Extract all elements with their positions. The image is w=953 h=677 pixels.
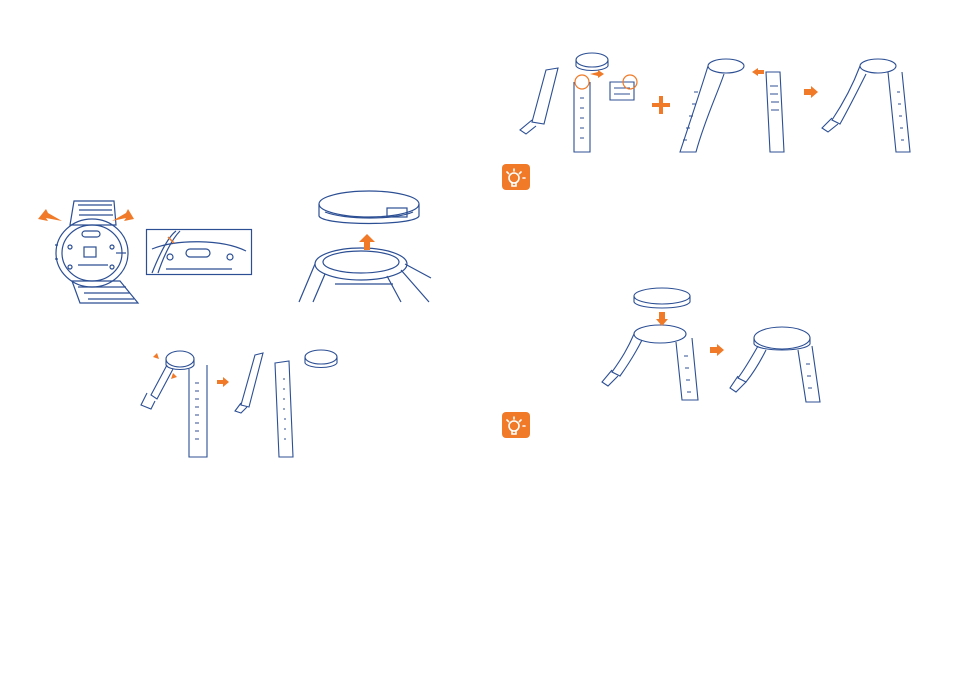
spread-arrow-icon xyxy=(38,209,134,221)
up-arrow-icon xyxy=(359,234,375,250)
figure-attach-strap-halves xyxy=(514,52,914,154)
watch-module-icon xyxy=(298,190,432,303)
figure-detach-module-from-strap xyxy=(137,347,357,462)
right-arrow-icon xyxy=(217,377,229,387)
down-arrow-icon xyxy=(656,312,668,326)
strap-icon xyxy=(140,349,338,458)
right-arrow-icon xyxy=(804,86,818,98)
plus-icon xyxy=(652,96,670,114)
strap-icon xyxy=(519,52,911,153)
watch-back-detail-icon xyxy=(145,228,253,276)
right-arrow-icon xyxy=(710,344,724,356)
lightbulb-icon xyxy=(502,412,530,438)
lightbulb-icon xyxy=(502,164,530,190)
figure-back-detail-inset xyxy=(145,228,253,276)
watch-back-icon xyxy=(55,200,140,304)
figure-lift-module xyxy=(295,190,435,305)
figure-remove-back-straps xyxy=(34,195,144,307)
watch-module-icon xyxy=(601,287,821,403)
figure-insert-module-into-strap xyxy=(598,284,830,404)
